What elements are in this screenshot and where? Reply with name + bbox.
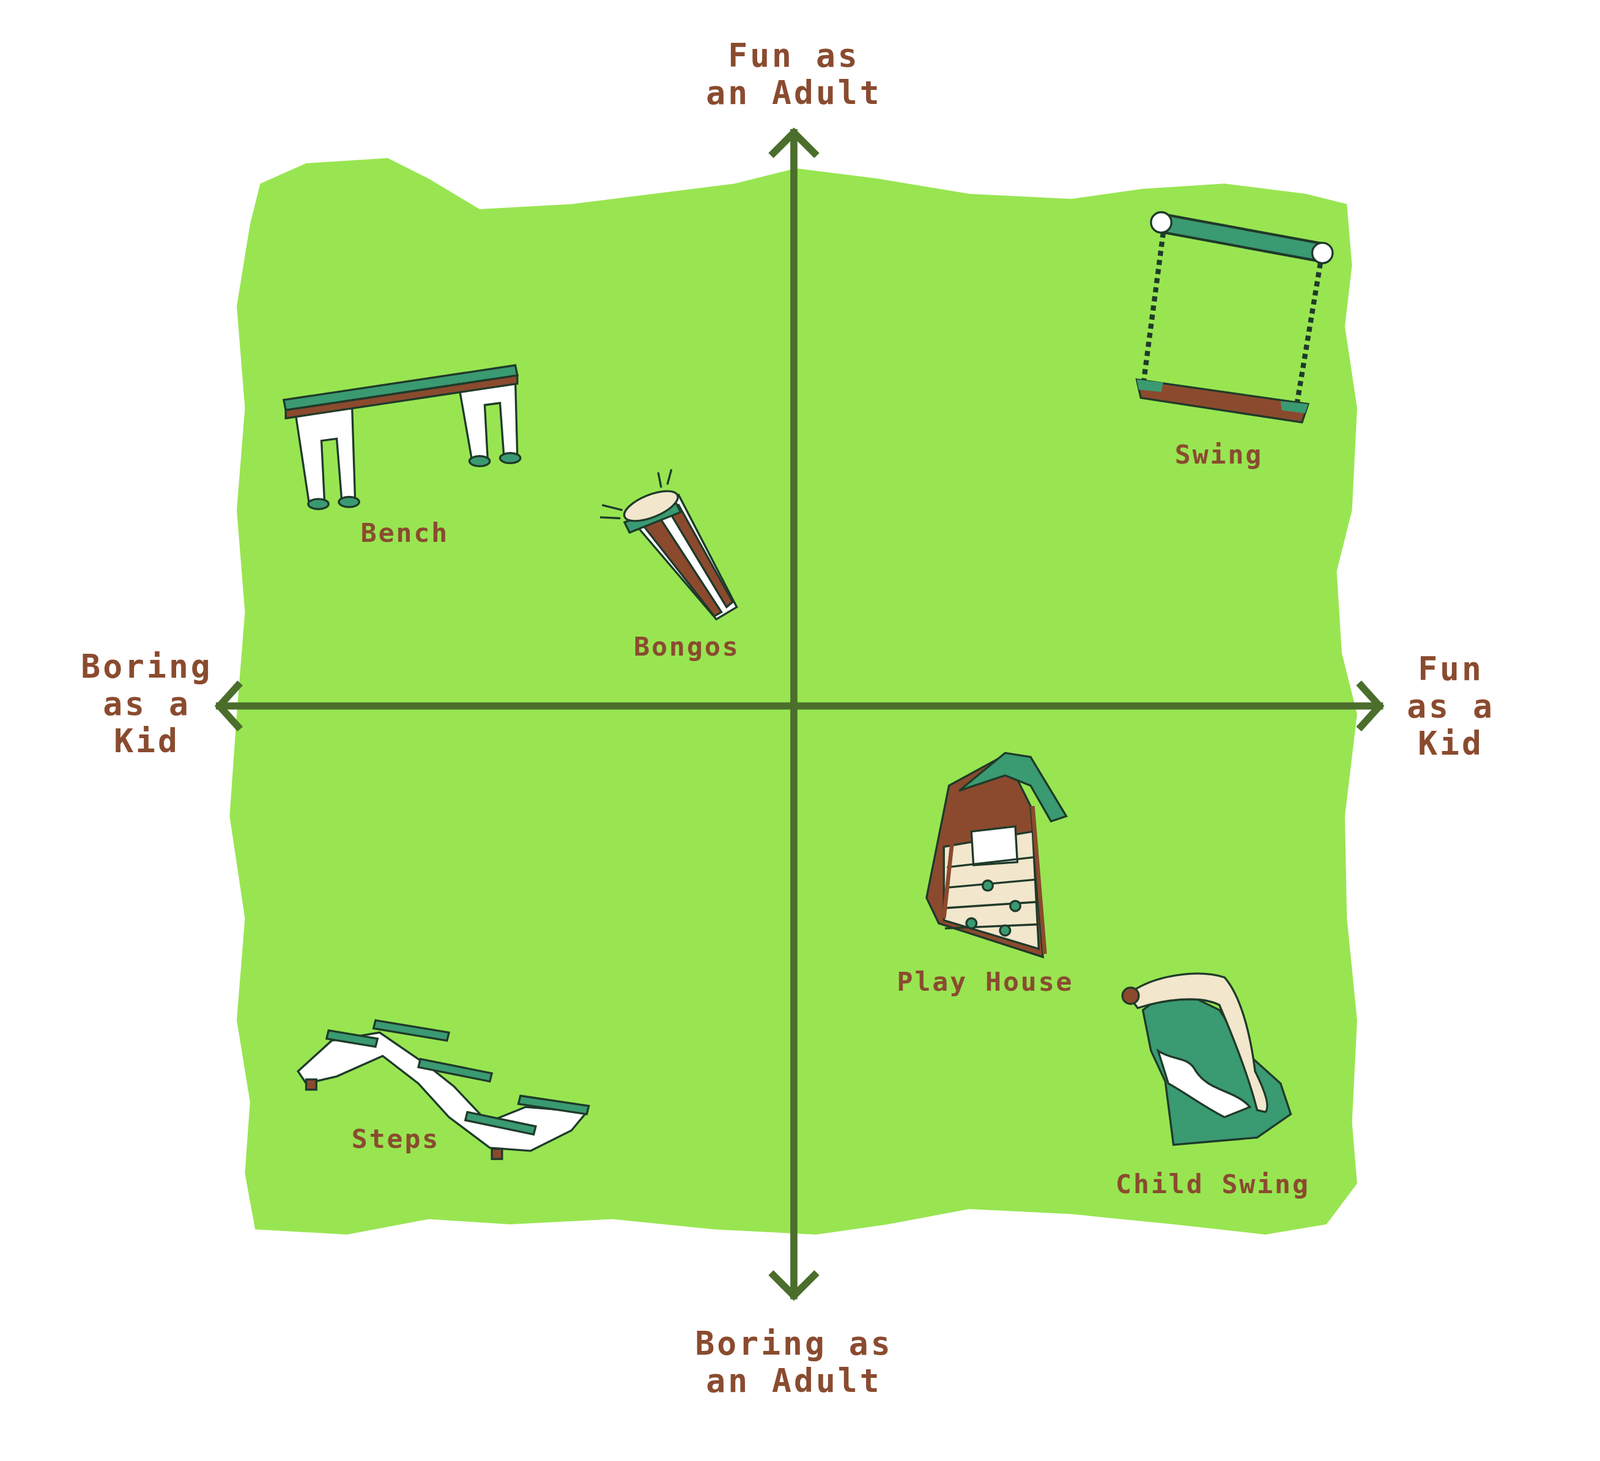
bench-picture-part	[338, 496, 360, 508]
play-house-picture	[926, 752, 1067, 958]
axis-label: Boring as a Kid	[76, 648, 218, 761]
swing-picture-part	[1137, 379, 1164, 393]
play-house-picture-part	[944, 924, 1039, 929]
bench-picture-part	[285, 375, 518, 419]
item-label: Play House	[897, 966, 1075, 997]
bongos-picture-part	[658, 472, 662, 488]
axis-lines-part	[1361, 685, 1380, 727]
steps-picture-part	[491, 1149, 503, 1160]
axis-label: Fun as an Adult	[702, 37, 886, 112]
swing-picture	[1137, 212, 1333, 423]
child-swing-picture-part	[1122, 987, 1139, 1005]
axis-lines-part	[219, 702, 1380, 711]
play-house-picture-part	[1010, 900, 1021, 912]
bongos-picture-part	[620, 485, 682, 528]
bongos-picture-part	[601, 505, 623, 511]
bongos-picture-part	[668, 505, 733, 608]
swing-picture-part	[1137, 379, 1309, 423]
steps-picture	[297, 1020, 589, 1160]
play-house-picture-part	[966, 918, 977, 929]
swing-picture-part	[1158, 222, 1325, 254]
swing-picture-part	[1143, 232, 1164, 388]
bench-picture-part	[459, 379, 518, 464]
play-house-picture-part	[1032, 806, 1045, 955]
swing-picture-part	[1280, 401, 1309, 414]
bongos-picture-part	[667, 469, 672, 485]
axis-lines-part	[773, 132, 815, 153]
swing-picture-part	[1158, 222, 1325, 254]
axis-lines	[219, 132, 1380, 1297]
bench-picture-part	[500, 453, 521, 464]
axis-label: Fun as a Kid	[1398, 650, 1503, 763]
axis-label: Boring as an Adult	[689, 1325, 898, 1400]
play-house-picture-part	[946, 856, 1036, 868]
axis-lines-part	[219, 685, 238, 727]
axis-lines-part	[790, 132, 798, 1297]
item-label: Bench	[360, 518, 449, 549]
play-house-picture-part	[982, 880, 994, 892]
swing-picture-part	[1311, 242, 1333, 263]
child-swing-picture-part	[1143, 987, 1292, 1145]
play-house-picture-part	[926, 755, 1043, 958]
play-house-picture-part	[943, 795, 958, 919]
bench-picture-part	[469, 456, 490, 467]
steps-picture-part	[297, 1032, 587, 1152]
axis-lines-part	[773, 1275, 815, 1296]
item-label: Child Swing	[1115, 1169, 1311, 1200]
play-house-picture-part	[1000, 925, 1011, 936]
bench-picture-part	[308, 499, 329, 510]
play-house-picture-part	[959, 752, 1067, 822]
steps-picture-part	[465, 1111, 536, 1135]
bongos-picture	[600, 469, 738, 619]
bongos-picture-part	[600, 517, 621, 519]
bench-picture	[283, 365, 521, 509]
swing-picture-part	[1296, 262, 1321, 410]
steps-picture-part	[418, 1059, 492, 1082]
steps-picture-part	[373, 1020, 449, 1041]
steps-picture-part	[518, 1096, 589, 1115]
item-label: Steps	[351, 1124, 440, 1155]
steps-picture-part	[306, 1079, 317, 1090]
item-label: Bongos	[633, 631, 740, 662]
item-label: Swing	[1174, 439, 1263, 470]
bench-picture-part	[296, 406, 356, 504]
child-swing-picture	[1122, 973, 1291, 1145]
swing-picture-part	[1151, 212, 1172, 233]
child-swing-picture-part	[1158, 1050, 1251, 1117]
play-house-picture-part	[946, 902, 1038, 909]
steps-picture-part	[326, 1030, 378, 1048]
